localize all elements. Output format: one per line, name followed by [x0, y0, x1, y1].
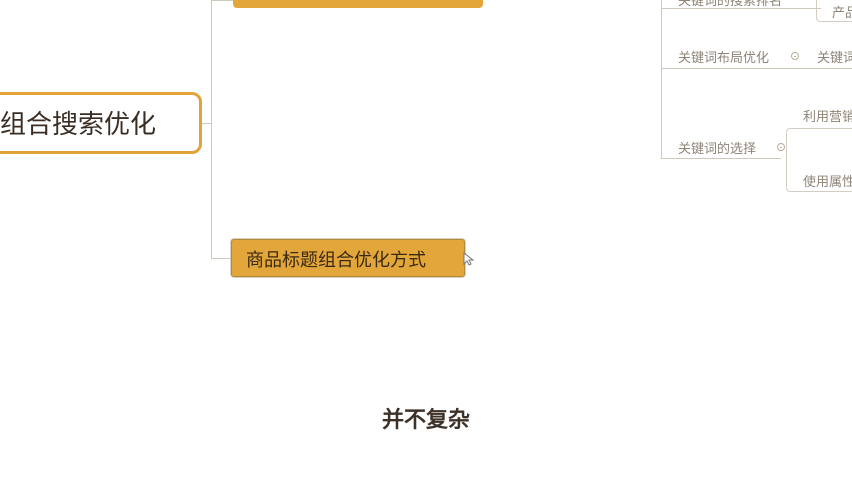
- selection-children-box: [786, 128, 852, 192]
- right-branch-h3: [661, 158, 781, 159]
- right-branch-vertical: [661, 0, 662, 158]
- root-topic-node[interactable]: [0, 92, 202, 154]
- product-label: 产品: [832, 6, 852, 21]
- product-box[interactable]: [816, 0, 852, 22]
- right-branch-h1: [661, 8, 821, 9]
- selection-child-2-label[interactable]: 使用属性: [803, 175, 852, 190]
- subtopic-label: 商品标题组合优化方式: [246, 250, 426, 271]
- collapse-toggle-icon[interactable]: [777, 143, 785, 151]
- root-topic-label: 组合搜索优化: [0, 110, 157, 140]
- subtopic-node[interactable]: [231, 239, 465, 277]
- keyword-layout-label[interactable]: 关键词布局优化: [678, 51, 770, 66]
- keyword-layout-child-label[interactable]: 关键词: [817, 51, 852, 66]
- video-subtitle: 并不复杂: [381, 408, 470, 433]
- keyword-ranking-label[interactable]: 关键词的搜索排名: [678, 0, 783, 9]
- connector-root: [202, 123, 212, 124]
- mouse-cursor-icon: [463, 252, 474, 266]
- connector-vertical-main: [211, 0, 212, 258]
- keyword-selection-label[interactable]: 关键词的选择: [678, 142, 757, 157]
- selection-child-1-label[interactable]: 利用营销: [803, 110, 852, 125]
- collapse-toggle-icon[interactable]: [791, 52, 799, 60]
- topic-node-top-partial[interactable]: [233, 0, 483, 8]
- connector-top-child: [211, 0, 233, 1]
- connector-child: [211, 258, 231, 259]
- right-branch-h2: [661, 68, 852, 69]
